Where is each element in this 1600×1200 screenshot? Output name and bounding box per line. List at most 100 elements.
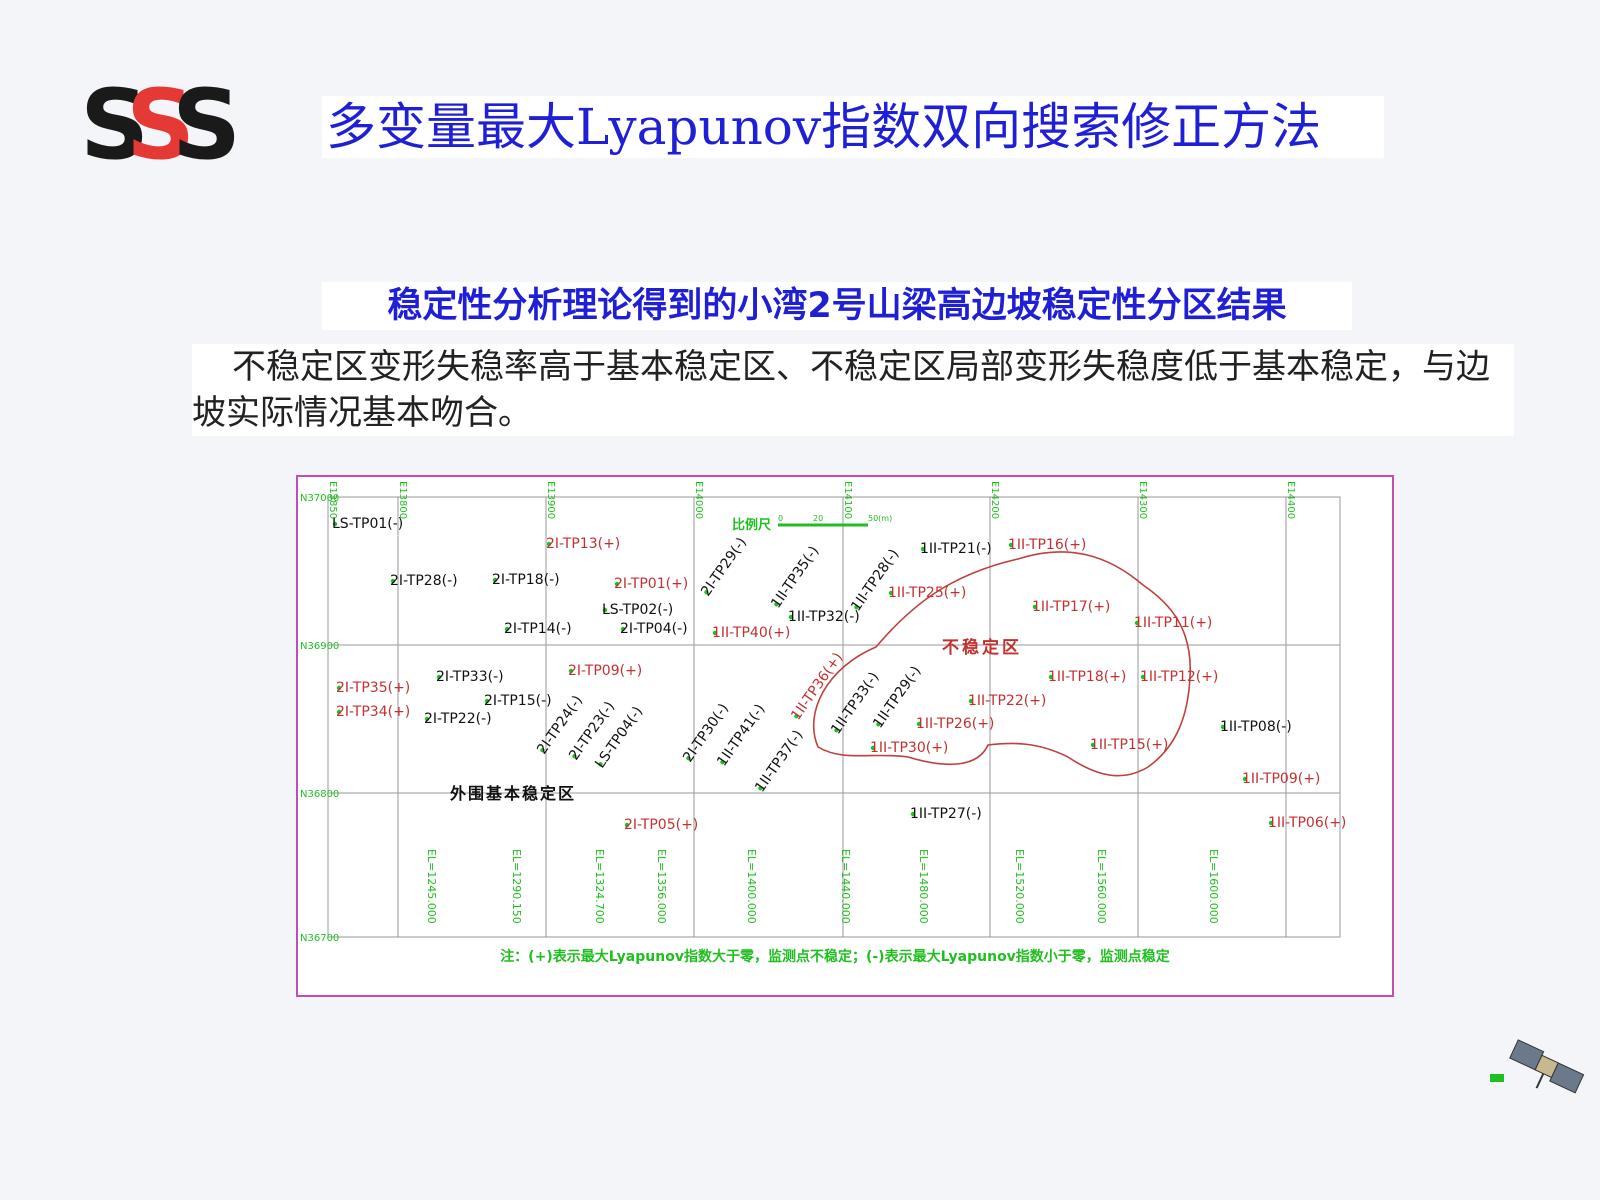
monitoring-point-label: 1II-TP28(-)	[848, 546, 902, 614]
monitoring-point: 1II-TP33(-)	[828, 669, 882, 737]
monitoring-point-marker	[1140, 674, 1146, 680]
monitoring-point-label: 2I-TP34(+)	[336, 704, 410, 720]
elevation-label: EL=1440.000	[839, 849, 852, 924]
monitoring-point: LS-TP01(-)	[332, 516, 403, 532]
sss-logo: S S S	[80, 69, 241, 181]
monitoring-point-marker	[424, 716, 430, 722]
monitoring-point-marker	[788, 614, 794, 620]
scale-tick-label: 0	[778, 514, 783, 523]
grid-layer	[327, 496, 1341, 938]
monitoring-point: 2I-TP09(+)	[568, 663, 642, 679]
monitoring-point-marker	[870, 745, 876, 751]
grid-y-label: N36800	[300, 789, 339, 800]
grid-x-label: E14000	[693, 481, 704, 519]
monitoring-point-label: 1II-TP22(+)	[968, 693, 1046, 709]
monitoring-point-marker	[602, 607, 608, 613]
monitoring-point-label: 2I-TP13(+)	[546, 536, 620, 552]
monitoring-point: 2I-TP01(+)	[614, 576, 688, 592]
monitoring-point-marker	[876, 722, 881, 727]
monitoring-point-marker	[1134, 620, 1140, 626]
monitoring-point-marker	[1008, 542, 1014, 548]
grid-y-label: N36700	[300, 933, 339, 944]
scale-tick-label: 20	[813, 514, 823, 523]
monitoring-point-label: 2I-TP35(+)	[336, 680, 410, 696]
sss-logo-graphic: S S S	[80, 69, 241, 181]
satellite-graphic	[1490, 1039, 1585, 1094]
monitoring-point: 2I-TP14(-)	[504, 621, 572, 637]
monitoring-point-marker	[720, 760, 725, 765]
monitoring-point: 2I-TP34(+)	[336, 704, 410, 720]
elevation-label: EL=1356.000	[655, 849, 668, 924]
map-note: 注：(+)表示最大Lyapunov指数大于零，监测点不稳定；(-)表示最大Lya…	[500, 948, 1170, 965]
monitoring-point: 1II-TP26(+)	[916, 716, 994, 732]
monitoring-point-label: 1II-TP06(+)	[1268, 815, 1346, 831]
monitoring-point: 1II-TP32(-)	[788, 609, 860, 625]
monitoring-point-label: 1II-TP21(-)	[920, 541, 992, 557]
elevation-label: EL=1560.000	[1095, 849, 1108, 924]
monitoring-point-marker	[712, 630, 718, 636]
monitoring-point-label: 2I-TP29(-)	[698, 535, 750, 600]
monitoring-point-marker	[1032, 604, 1038, 610]
monitoring-point-marker	[572, 754, 577, 759]
elevation-label: EL=1600.000	[1207, 849, 1220, 924]
stable-zone-label: 外围基本稳定区	[449, 784, 576, 803]
grid-x-label: E14300	[1137, 481, 1148, 519]
monitoring-point-label: 2I-TP15(-)	[484, 693, 552, 709]
monitoring-point: 2I-TP04(-)	[620, 621, 688, 637]
monitoring-point: 2I-TP13(+)	[546, 536, 620, 552]
monitoring-point-label: 2I-TP09(+)	[568, 663, 642, 679]
monitoring-point: LS-TP02(-)	[602, 602, 673, 618]
monitoring-point-label: 1II-TP35(-)	[768, 543, 822, 611]
monitoring-point-marker	[332, 521, 338, 527]
elevation-label: EL=1400.000	[745, 849, 758, 924]
monitoring-point-label: 1II-TP33(-)	[828, 669, 882, 737]
monitoring-point-marker	[834, 728, 839, 733]
monitoring-point-label: 1II-TP08(-)	[1220, 719, 1292, 735]
monitoring-point: 1II-TP09(+)	[1242, 771, 1320, 787]
monitoring-point: 2I-TP18(-)	[492, 572, 560, 588]
monitoring-point-marker	[1220, 724, 1226, 730]
grid-y-label: N36900	[300, 641, 339, 652]
monitoring-point-label: 2I-TP14(-)	[504, 621, 572, 637]
monitoring-point: 1II-TP06(+)	[1268, 815, 1346, 831]
logo-letter-2: S	[126, 84, 195, 168]
monitoring-point: 1II-TP40(+)	[712, 625, 790, 641]
monitoring-point: 1II-TP37(-)	[752, 727, 806, 795]
monitoring-point: 1II-TP17(+)	[1032, 599, 1110, 615]
monitoring-point-marker	[624, 822, 630, 828]
monitoring-point-label: 1II-TP40(+)	[712, 625, 790, 641]
monitoring-point-label: 1II-TP37(-)	[752, 727, 806, 795]
monitoring-point: 1II-TP08(-)	[1220, 719, 1292, 735]
monitoring-point: 2I-TP05(+)	[624, 817, 698, 833]
description-text: 不稳定区变形失稳率高于基本稳定区、不稳定区局部变形失稳度低于基本稳定，与边坡实际…	[192, 347, 1490, 433]
monitoring-point: 2I-TP22(-)	[424, 711, 492, 727]
monitoring-point: 1II-TP35(-)	[768, 543, 822, 611]
monitoring-point-label: 2I-TP33(-)	[436, 669, 504, 685]
monitoring-point-marker	[620, 626, 626, 632]
grid-y-label: N37000	[300, 493, 339, 504]
elevation-label: EL=1245.000	[425, 849, 438, 924]
monitoring-point-label: 2I-TP28(-)	[390, 573, 458, 589]
monitoring-point: 1II-TP21(-)	[920, 541, 992, 557]
monitoring-point-label: 2I-TP18(-)	[492, 572, 560, 588]
unstable-zone-boundary	[812, 551, 1191, 777]
monitoring-point-marker	[794, 714, 799, 719]
monitoring-point-marker	[540, 748, 545, 753]
grid-x-label: E13850	[327, 481, 338, 519]
monitoring-point-label: 1II-TP09(+)	[1242, 771, 1320, 787]
monitoring-point-marker	[390, 578, 396, 584]
monitoring-point: 1II-TP15(+)	[1090, 737, 1168, 753]
monitoring-point-label: 1II-TP18(+)	[1048, 669, 1126, 685]
scale-label: 比例尺	[732, 517, 771, 533]
monitoring-point: 1II-TP11(+)	[1134, 615, 1212, 631]
monitoring-point-marker	[704, 590, 709, 595]
monitoring-point: 1II-TP22(+)	[968, 693, 1046, 709]
monitoring-point: 2I-TP33(-)	[436, 669, 504, 685]
monitoring-point-marker	[854, 605, 859, 610]
description-box: 不稳定区变形失稳率高于基本稳定区、不稳定区局部变形失稳度低于基本稳定，与边坡实际…	[192, 344, 1514, 436]
monitoring-point-marker	[336, 685, 342, 691]
elevation-label: EL=1520.000	[1013, 849, 1026, 924]
monitoring-point-label: 2I-TP22(-)	[424, 711, 492, 727]
